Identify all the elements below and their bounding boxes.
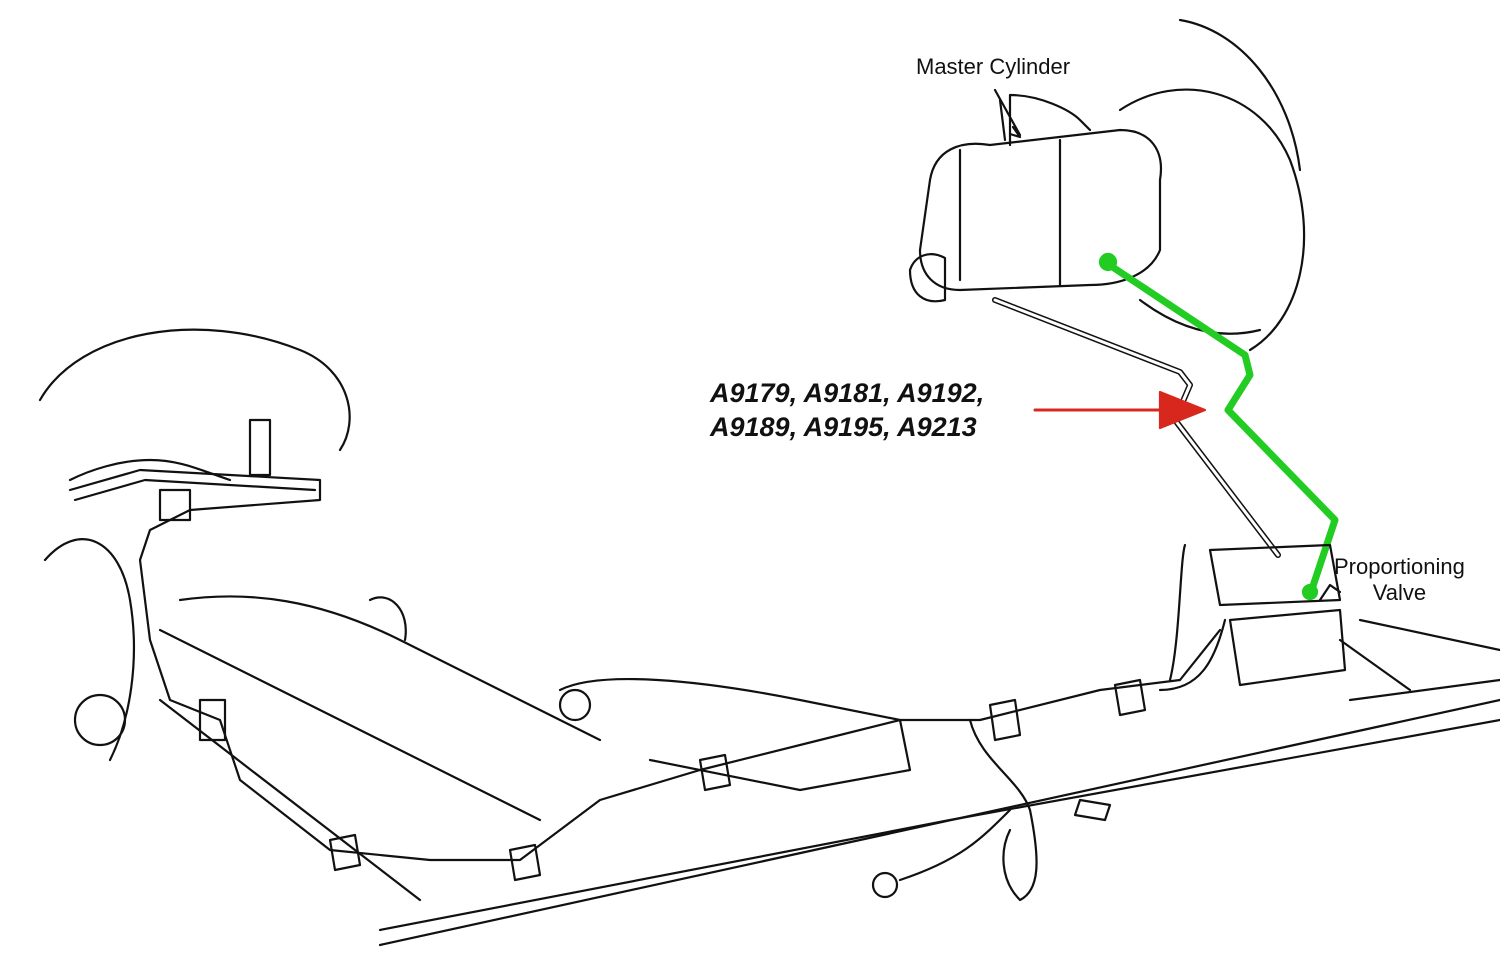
proportioning-valve-line-1: Proportioning (1334, 554, 1465, 579)
master-cylinder (908, 88, 1163, 303)
chassis-frame (38, 328, 1500, 947)
proportioning-valve-line-2: Valve (1372, 580, 1427, 605)
proportioning-valve (1158, 543, 1500, 692)
part-numbers-line-1: A9179, A9181, A9192, (710, 378, 985, 408)
red-arrow (1033, 390, 1207, 430)
brake-booster (1118, 18, 1306, 352)
part-numbers-label: A9179, A9181, A9192, A9189, A9195, A9213 (710, 376, 984, 444)
master-cylinder-label: Master Cylinder (916, 54, 1071, 79)
proportioning-valve-label: Proportioning Valve (1334, 554, 1465, 606)
part-numbers-line-2: A9189, A9195, A9213 (710, 412, 977, 442)
brake-lines-chassis (68, 418, 1222, 902)
brake-line-front (992, 297, 1281, 558)
highlighted-brake-line (1101, 258, 1339, 599)
